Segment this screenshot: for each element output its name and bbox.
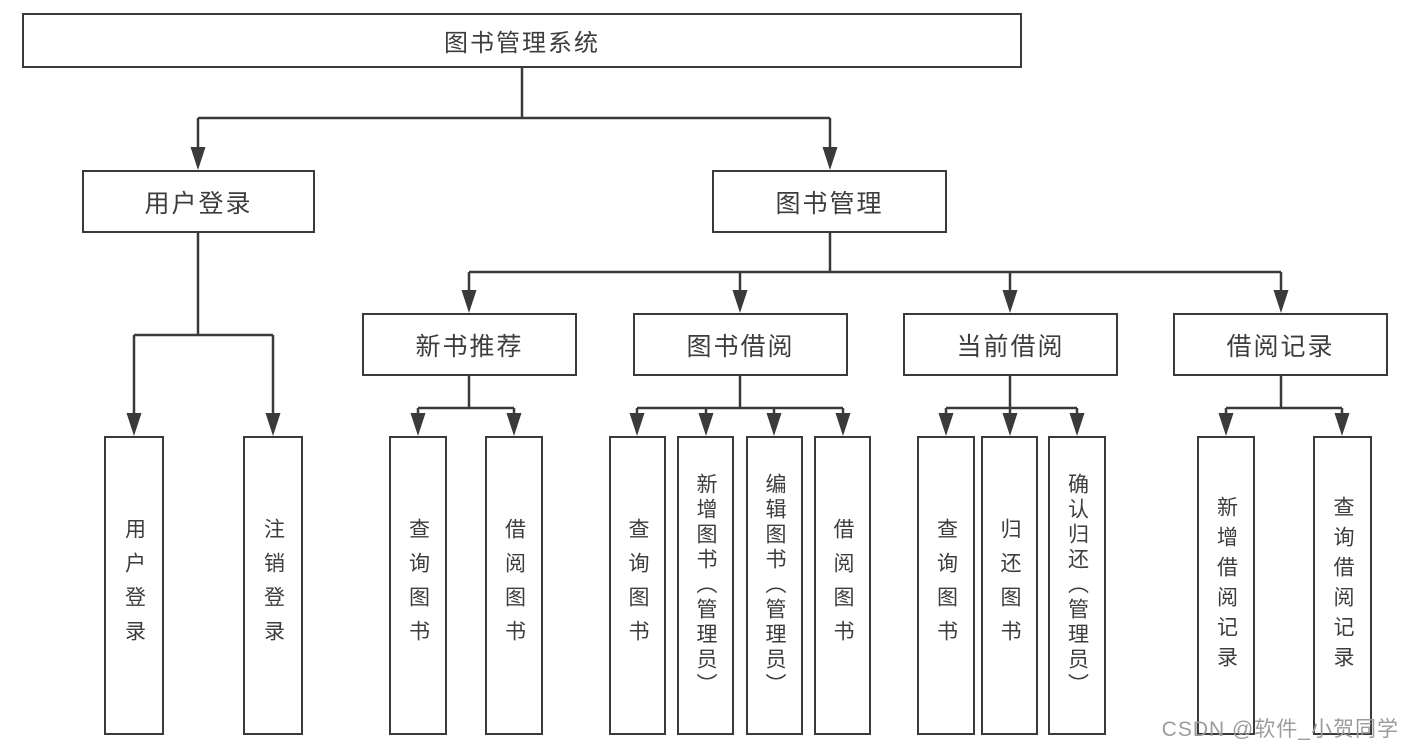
node-new-book-recommendation: 新书推荐	[362, 313, 577, 376]
leaf-query-books: 查询图书	[609, 436, 666, 735]
leaf-logout: 注销登录	[243, 436, 303, 735]
node-library-management-system: 图书管理系统	[22, 13, 1022, 68]
leaf-user-login: 用户登录	[104, 436, 164, 735]
leaf-query-books: 查询图书	[389, 436, 447, 735]
node-book-borrowing: 图书借阅	[633, 313, 848, 376]
leaf-add-borrow-record: 新增借阅记录	[1197, 436, 1255, 735]
node-book-management-branch: 图书管理	[712, 170, 947, 233]
leaf-borrow-books: 借阅图书	[485, 436, 543, 735]
leaf-query-borrow-record: 查询借阅记录	[1313, 436, 1372, 735]
leaf-edit-books-admin: 编辑图书（管理员）	[746, 436, 803, 735]
leaf-confirm-return-admin: 确认归还（管理员）	[1048, 436, 1106, 735]
csdn-watermark: CSDN @软件_小贺同学	[1161, 718, 1399, 741]
leaf-add-books-admin: 新增图书（管理员）	[677, 436, 734, 735]
node-current-borrowing: 当前借阅	[903, 313, 1118, 376]
leaf-return-books: 归还图书	[981, 436, 1038, 735]
leaf-query-books: 查询图书	[917, 436, 975, 735]
leaf-borrow-books: 借阅图书	[814, 436, 871, 735]
node-user-login-branch: 用户登录	[82, 170, 315, 233]
node-borrowing-records: 借阅记录	[1173, 313, 1388, 376]
